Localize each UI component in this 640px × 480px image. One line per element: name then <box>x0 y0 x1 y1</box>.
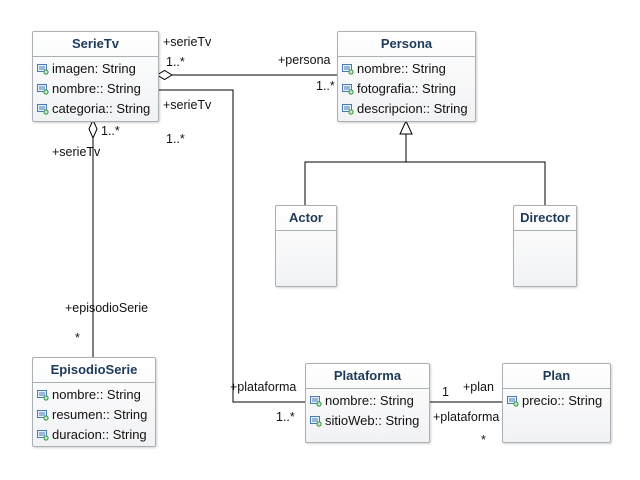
attribute-text: categoria:: String <box>52 101 151 116</box>
generalization-arrowhead <box>399 119 413 135</box>
attribute-text: nombre:: String <box>325 393 414 408</box>
attribute-row[interactable]: sitioWeb:: String <box>306 411 429 431</box>
attribute-text: nombre:: String <box>357 61 446 76</box>
attribute-row[interactable]: nombre:: String <box>306 391 429 411</box>
attribute-row[interactable]: descripcion:: String <box>338 99 475 119</box>
public-attribute-icon <box>37 410 49 421</box>
aggregation-diamond-serietv-persona <box>156 69 173 81</box>
class-serietv[interactable]: SerieTv imagen: String nombre:: String c… <box>32 31 159 122</box>
public-attribute-icon <box>507 396 519 407</box>
public-attribute-icon <box>310 396 322 407</box>
role-label: +serieTv <box>163 98 212 112</box>
multiplicity-label: 1..* <box>276 410 295 424</box>
public-attribute-icon <box>342 64 354 75</box>
public-attribute-icon <box>37 84 49 95</box>
role-label: +plataforma <box>433 410 500 424</box>
class-episodioserie[interactable]: EpisodioSerie nombre:: String resumen:: … <box>32 357 156 447</box>
multiplicity-label: * <box>75 331 80 345</box>
class-persona[interactable]: Persona nombre:: String fotografia:: Str… <box>337 31 476 122</box>
public-attribute-icon <box>37 104 49 115</box>
aggregation-diamond-serietv-episodioserie <box>88 118 98 140</box>
role-label: +plataforma <box>230 380 297 394</box>
attribute-row[interactable]: nombre:: String <box>33 79 158 99</box>
attribute-row[interactable]: resumen:: String <box>33 405 155 425</box>
class-name: Plan <box>503 364 610 389</box>
attribute-text: precio:: String <box>522 393 603 408</box>
multiplicity-label: 1 <box>442 385 449 399</box>
public-attribute-icon <box>342 84 354 95</box>
attribute-text: descripcion:: String <box>357 101 468 116</box>
attribute-text: resumen:: String <box>52 407 148 422</box>
attribute-row[interactable]: categoria:: String <box>33 99 158 119</box>
attribute-row[interactable]: nombre:: String <box>338 59 475 79</box>
class-name: SerieTv <box>33 32 158 57</box>
multiplicity-label: 1..* <box>166 132 185 146</box>
public-attribute-icon <box>37 390 49 401</box>
attribute-text: sitioWeb:: String <box>325 413 420 428</box>
attribute-row[interactable]: nombre:: String <box>33 385 155 405</box>
attribute-text: nombre:: String <box>52 387 141 402</box>
attribute-text: duracion:: String <box>52 427 147 442</box>
public-attribute-icon <box>310 416 322 427</box>
class-name: Persona <box>338 32 475 57</box>
class-name: Director <box>514 206 576 231</box>
attribute-row[interactable]: duracion:: String <box>33 425 155 445</box>
attribute-row[interactable]: imagen: String <box>33 59 158 79</box>
generalization-director <box>406 161 546 205</box>
multiplicity-label: * <box>481 433 486 447</box>
attribute-row[interactable]: precio:: String <box>503 391 610 411</box>
public-attribute-icon <box>37 430 49 441</box>
public-attribute-icon <box>342 104 354 115</box>
class-plataforma[interactable]: Plataforma nombre:: String sitioWeb:: St… <box>305 363 430 443</box>
generalization-actor <box>304 161 406 205</box>
multiplicity-label: 1..* <box>101 124 120 138</box>
role-label: +serieTv <box>52 145 101 159</box>
attribute-text: imagen: String <box>52 61 136 76</box>
attribute-text: fotografia:: String <box>357 81 456 96</box>
class-name: Plataforma <box>306 364 429 389</box>
role-label: +episodioSerie <box>65 301 149 315</box>
class-actor[interactable]: Actor <box>275 205 337 287</box>
class-name: EpisodioSerie <box>33 358 155 383</box>
attribute-row[interactable]: fotografia:: String <box>338 79 475 99</box>
multiplicity-label: 1..* <box>166 55 185 69</box>
association-serietv-plataforma <box>158 89 305 403</box>
public-attribute-icon <box>37 64 49 75</box>
multiplicity-label: 1..* <box>316 79 335 93</box>
attribute-text: nombre:: String <box>52 81 141 96</box>
role-label: +plan <box>463 380 494 394</box>
class-director[interactable]: Director <box>513 205 577 287</box>
role-label: +persona <box>278 53 331 67</box>
class-plan[interactable]: Plan precio:: String <box>502 363 611 443</box>
role-label: +serieTv <box>163 35 212 49</box>
class-name: Actor <box>276 206 336 231</box>
